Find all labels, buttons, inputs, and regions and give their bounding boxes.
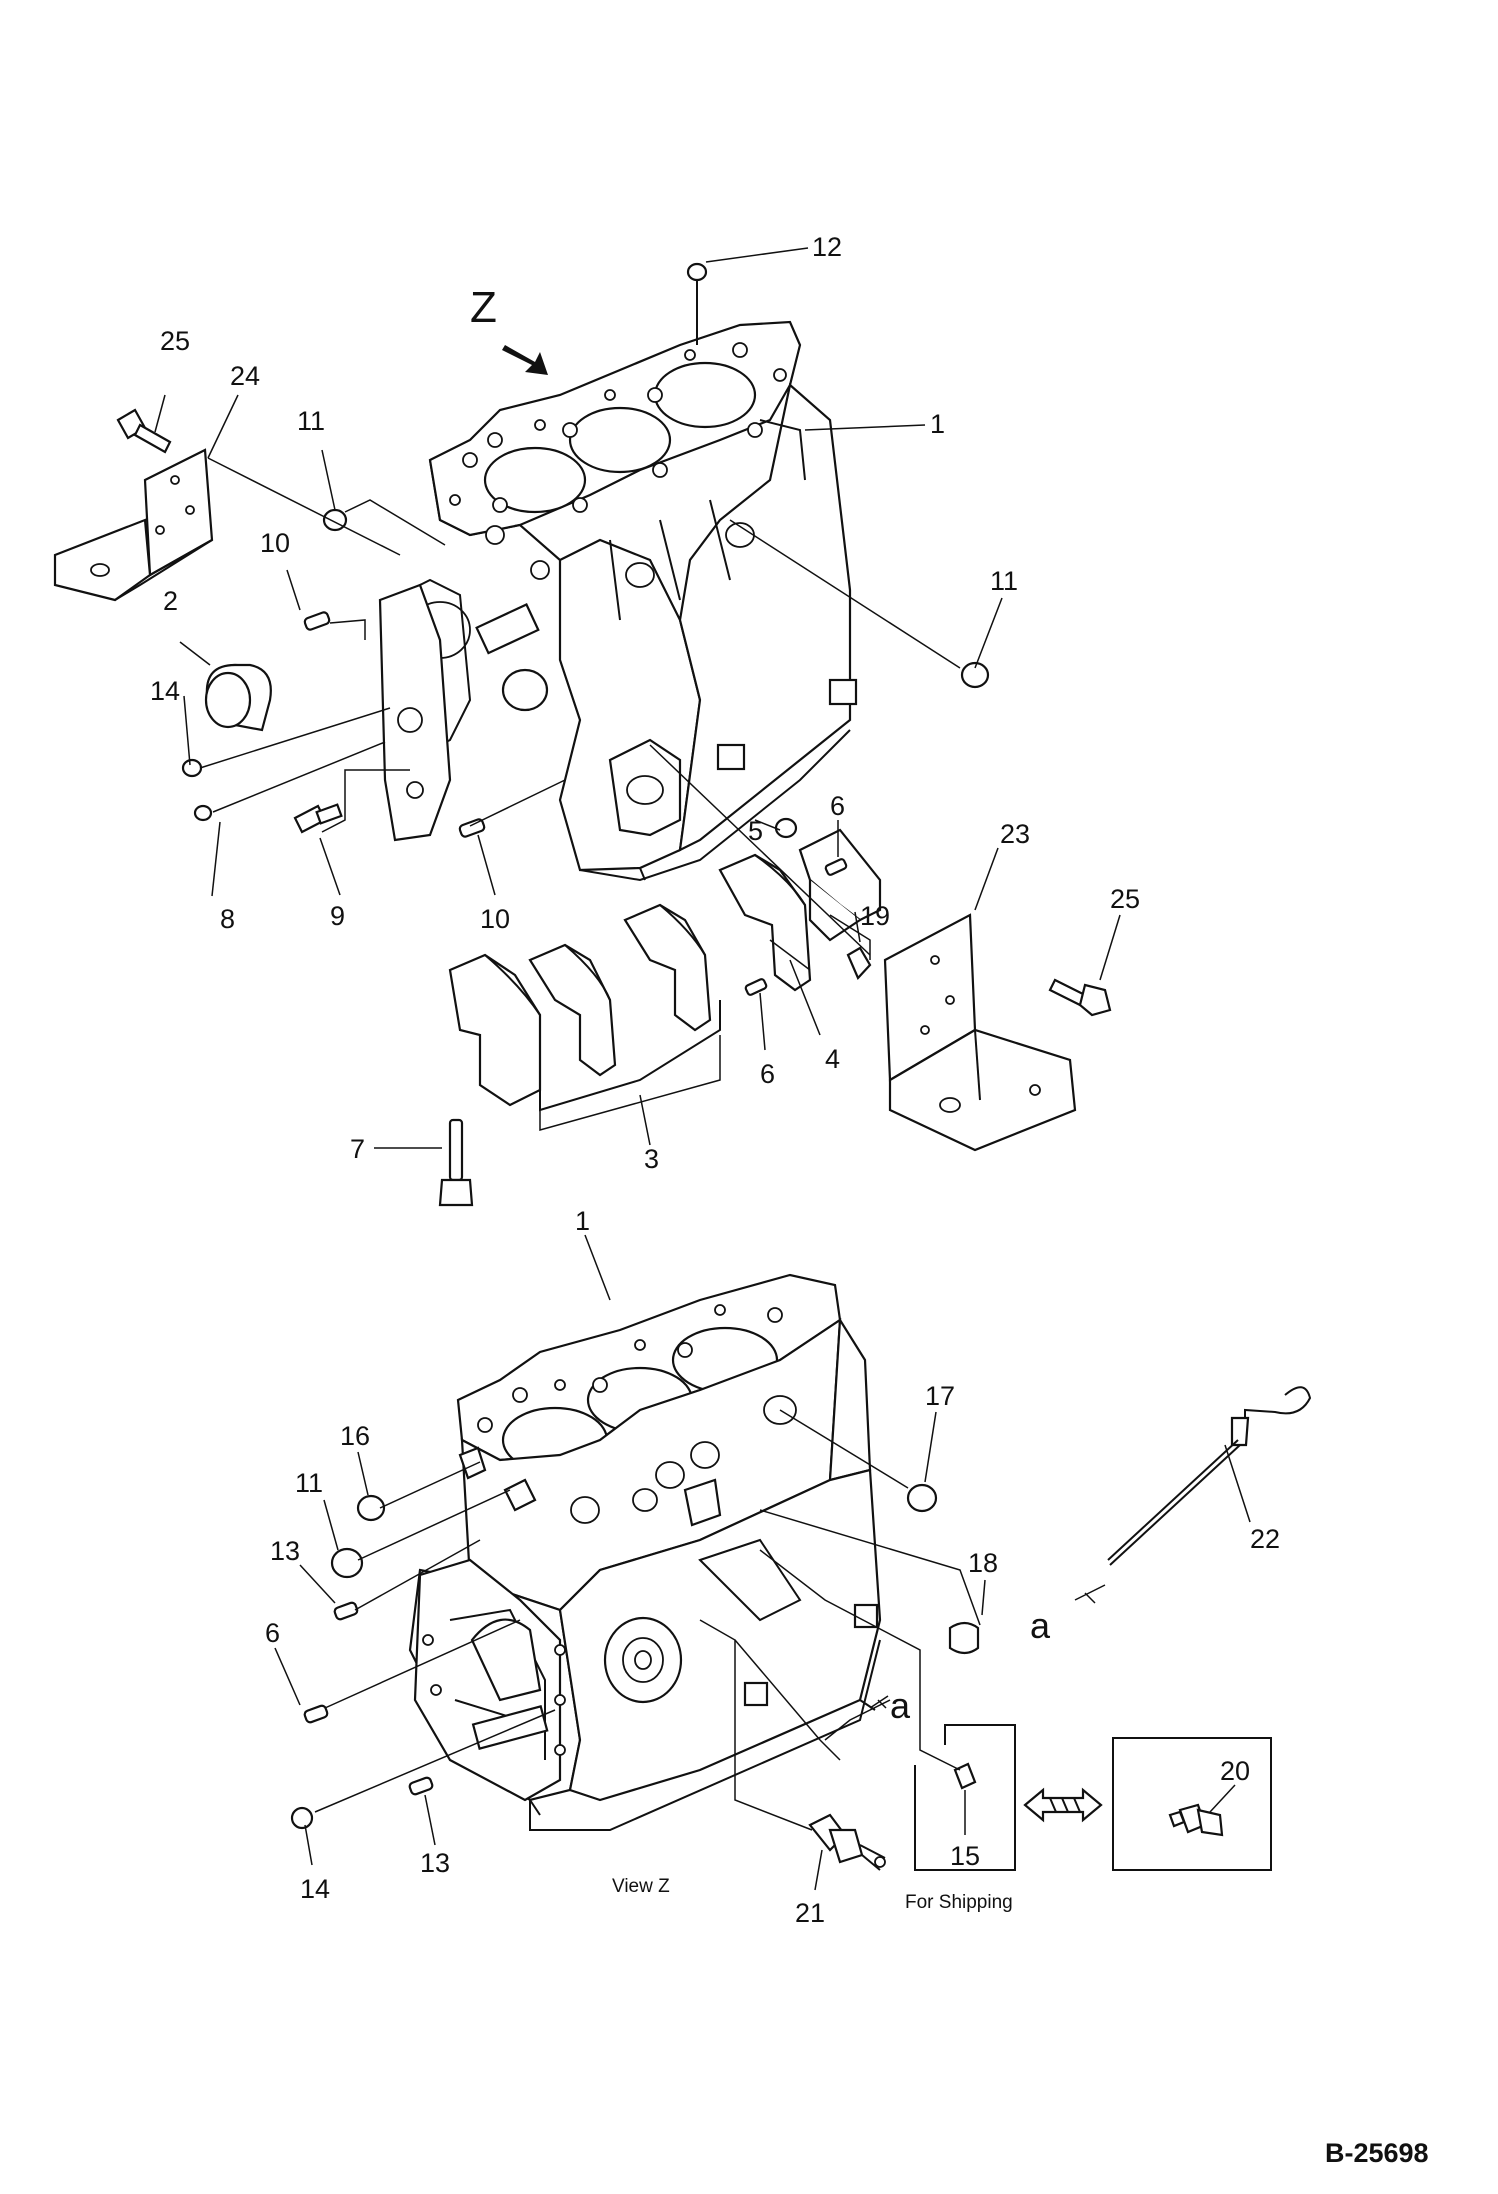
plugs-top-left [181,508,486,838]
callout-19: 19 [860,901,890,931]
callout-16: 16 [340,1421,370,1451]
view-z-arrow [502,345,548,375]
callout-13-bottom: 13 [420,1848,450,1878]
callout-11-top: 11 [297,406,325,436]
callout-1-bottom: 1 [575,1206,590,1236]
callout-7: 7 [350,1134,365,1164]
bracket-23 [883,913,1077,1152]
top-cylinder-block [399,320,858,882]
reference-a-2: a [890,1685,911,1726]
callout-11-bottom: 11 [295,1468,323,1498]
callout-25-top: 25 [160,326,190,356]
bolt-7 [438,1118,474,1207]
callout-17: 17 [925,1381,955,1411]
callout-9: 9 [330,901,345,931]
front-plate-top [378,583,452,842]
callout-25-right: 25 [1110,884,1140,914]
pins-5-6-19 [744,817,872,996]
drawing-number: B-25698 [1325,2138,1429,2168]
callout-4: 4 [825,1044,840,1074]
plug-12 [686,262,708,345]
callout-21: 21 [795,1898,825,1928]
callout-11-right: 11 [990,566,1018,596]
callout-14-bottom: 14 [300,1874,330,1904]
callout-10-top: 10 [260,528,290,558]
callout-23: 23 [1000,819,1030,849]
callout-12: 12 [812,232,842,262]
callout-8: 8 [220,904,235,934]
callout-3: 3 [644,1144,659,1174]
shipping-detail [914,1724,1272,1871]
callout-labels: Z 12 1 25 24 11 10 2 11 14 8 9 10 5 6 23… [150,232,1429,2168]
callout-22: 22 [1250,1524,1280,1554]
leader-lines [154,247,1251,1891]
callout-20: 20 [1220,1756,1250,1786]
pressure-switch-20 [1168,1803,1224,1837]
callout-5: 5 [748,816,763,846]
callout-2: 2 [163,586,178,616]
view-marker: Z [470,283,497,332]
bottom-cylinder-block [408,1273,882,1831]
rear-bearing-cap-4 [798,828,882,942]
callout-24: 24 [230,361,260,391]
view-z-caption: View Z [612,1876,670,1897]
bolt-25-right [1048,978,1112,1017]
bolt-25-top [116,408,172,454]
dipstick-22 [1107,1386,1312,1566]
callout-13-top: 13 [270,1536,300,1566]
callout-10-bottom: 10 [480,904,510,934]
plug-11-right [960,661,990,689]
reference-a-1: a [1030,1605,1051,1646]
callout-18: 18 [968,1548,998,1578]
callout-14-top: 14 [150,676,180,706]
callout-6-mid: 6 [760,1059,775,1089]
callout-6-bottom: 6 [265,1618,280,1648]
oil-seal-2 [204,663,272,732]
bracket-24 [53,448,214,602]
main-bearing-caps-3 [448,853,812,1112]
oil-pressure-switch-21 [808,1813,886,1871]
callout-15: 15 [950,1841,980,1871]
for-shipping-caption: For Shipping [905,1892,1013,1913]
callout-1-top: 1 [930,409,945,439]
callout-6-top: 6 [830,791,845,821]
